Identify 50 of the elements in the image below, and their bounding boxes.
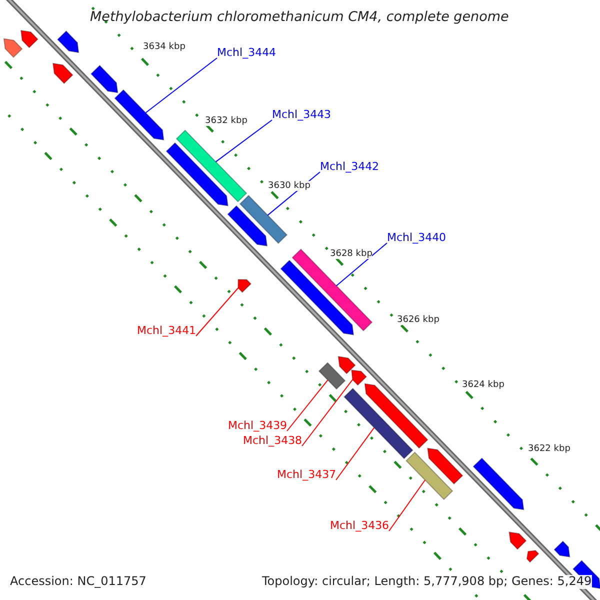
gene-feature [526,550,540,563]
gene-feature [3,38,23,58]
leader-line [215,120,272,162]
gene-feature [554,540,570,558]
scale-label: 3634 kbp [143,42,186,52]
map-title: Methylobacterium chloromethanicum CM4, complete genome [90,10,509,26]
scale-label: 3632 kbp [205,116,248,126]
leader-line [286,380,328,432]
gene-feature [472,458,524,510]
gene-label: Mchl_3439 [228,420,288,433]
scale-label: 3628 kbp [330,249,372,260]
gene-label: Mchl_3440 [387,232,446,245]
accession-text: Accession: NC_011757 [10,575,146,589]
gene-feature [338,356,356,374]
gene-feature [56,30,80,54]
gene-block [406,452,454,500]
gene-label: Mchl_3436 [330,520,390,533]
gene-block [318,362,346,390]
leader-line [336,427,375,480]
gene-label: Mchl_3442 [320,161,380,174]
leader-line [336,242,388,286]
gene-label: Mchl_3441 [137,325,196,338]
gene-feature [508,532,527,550]
gene-label: Mchl_3444 [217,47,276,60]
gene-feature [427,448,464,485]
gene-feature [114,89,164,140]
leader-line [302,379,354,446]
gene-feature [90,64,118,94]
gene-feature [166,142,228,206]
gene-block [239,194,288,244]
scale-label: 3624 kbp [462,380,504,390]
scale-label: 3626 kbp [397,315,440,326]
topology-text: Topology: circular; Length: 5,777,908 bp; Genes: 5,249 [262,575,592,589]
gene-feature [238,279,252,293]
gene-block [344,388,414,460]
gene-feature [280,260,354,336]
gene-feature [364,383,428,449]
scale-label: 3622 kbp [528,444,570,454]
gene-feature [52,62,74,84]
gene-feature [227,205,268,246]
gene-label: Mchl_3443 [272,109,332,122]
gene-block [292,248,373,332]
leader-line [145,58,218,114]
gene-block [176,130,248,202]
scale-label: 3630 kbp [268,181,310,192]
leader-line [196,288,239,336]
gene-feature [20,30,38,48]
gene-label: Mchl_3438 [243,435,302,448]
leader-line [388,480,426,532]
gene-label: Mchl_3437 [277,469,336,482]
